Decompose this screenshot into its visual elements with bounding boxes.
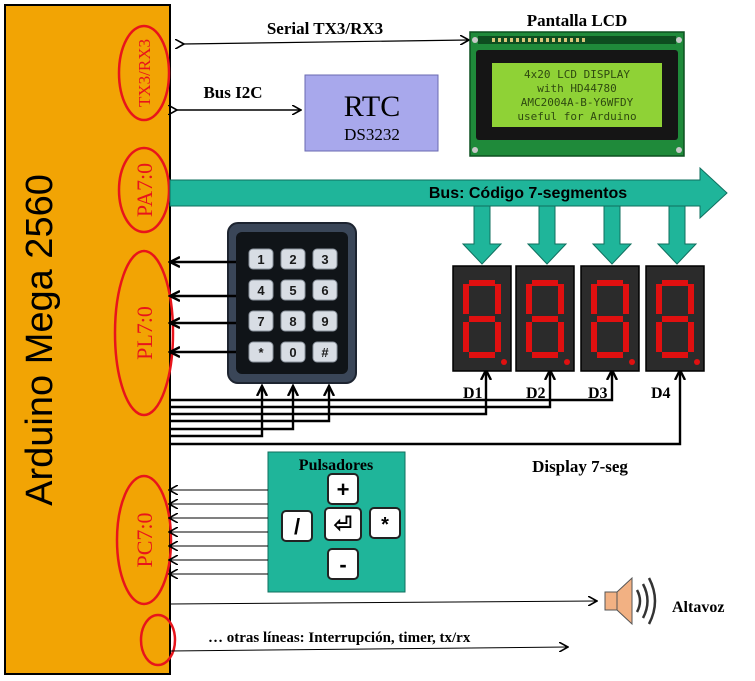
display-label-d3: D3 [588, 385, 608, 402]
keypad-key-label: # [321, 345, 329, 360]
display-label-d2: D2 [526, 385, 546, 402]
minus-button[interactable]: - [328, 549, 358, 579]
enter-button-label: ⏎ [334, 512, 352, 537]
lcd-module: Pantalla LCD 4x20 LCD DISPLAY with HD447… [470, 11, 684, 156]
keypad-key-label: 7 [257, 314, 264, 329]
speaker: Altavoz [170, 578, 724, 624]
pulsadores-panel: Pulsadores + / ⏎ * - [268, 452, 405, 592]
otras-lineas-label: … otras líneas: Interrupción, timer, tx/… [208, 630, 471, 646]
keypad-key[interactable]: 2 [281, 249, 305, 269]
serial-label: Serial TX3/RX3 [267, 19, 383, 38]
bus-7seg-label: Bus: Código 7-segmentos [429, 185, 627, 202]
serial-link: Serial TX3/RX3 [183, 19, 468, 44]
keypad-key[interactable]: 5 [281, 280, 305, 300]
keypad-key-label: 0 [289, 345, 296, 360]
keypad: 1 2 3 4 5 6 7 8 9 * 0 # [228, 223, 356, 383]
keypad-key[interactable]: 8 [281, 311, 305, 331]
seven-seg-display [516, 266, 574, 371]
keypad-key-label: 9 [321, 314, 328, 329]
keypad-key-label: 1 [257, 252, 264, 267]
star-button[interactable]: * [370, 508, 400, 538]
keypad-key[interactable]: # [313, 342, 337, 362]
i2c-link: Bus I2C [176, 83, 300, 110]
keypad-key-label: 2 [289, 252, 296, 267]
lcd-line-1: 4x20 LCD DISPLAY [524, 68, 630, 81]
seven-seg-display [453, 266, 511, 371]
display-caption: Display 7-seg [532, 457, 628, 476]
keypad-key[interactable]: 9 [313, 311, 337, 331]
keypad-key[interactable]: 4 [249, 280, 273, 300]
arduino-label: Arduino Mega 2560 [19, 174, 61, 506]
slash-button[interactable]: / [282, 511, 312, 541]
seven-seg-displays [453, 266, 704, 371]
lcd-line-3: AMC2004A-B-Y6WFDY [521, 96, 634, 109]
seven-seg-display [646, 266, 704, 371]
keypad-col-lines [170, 386, 329, 436]
port-tx3rx3-label: TX3/RX3 [135, 39, 154, 107]
keypad-key[interactable]: 6 [313, 280, 337, 300]
keypad-key[interactable]: * [249, 342, 273, 362]
keypad-key[interactable]: 7 [249, 311, 273, 331]
plus-button[interactable]: + [328, 474, 358, 504]
lcd-line-4: useful for Arduino [517, 110, 636, 123]
display-label-d1: D1 [463, 385, 483, 402]
otras-lineas: … otras líneas: Interrupción, timer, tx/… [170, 630, 567, 651]
pulsadores-lines [170, 490, 268, 574]
rtc-title: RTC [344, 90, 401, 123]
keypad-key-label: 6 [321, 283, 328, 298]
rtc-model: DS3232 [344, 125, 400, 144]
lcd-line-2: with HD44780 [537, 82, 616, 95]
port-pl-label: PL7:0 [132, 306, 157, 360]
keypad-key-label: 8 [289, 314, 296, 329]
keypad-key-label: 5 [289, 283, 296, 298]
slash-button-label: / [294, 514, 300, 539]
rtc-module: RTC DS3232 [305, 75, 438, 151]
keypad-row-lines [170, 262, 236, 352]
seven-seg-display [581, 266, 639, 371]
port-pa-label: PA7:0 [132, 163, 157, 217]
display-label-d4: D4 [651, 385, 671, 402]
keypad-key-label: 3 [321, 252, 328, 267]
keypad-key[interactable]: 3 [313, 249, 337, 269]
pulsadores-title: Pulsadores [299, 457, 373, 474]
keypad-key-label: 4 [257, 283, 265, 298]
i2c-label: Bus I2C [203, 83, 262, 102]
lcd-title: Pantalla LCD [527, 11, 628, 30]
star-button-label: * [381, 514, 389, 536]
port-pc-label: PC7:0 [132, 512, 157, 567]
keypad-key[interactable]: 0 [281, 342, 305, 362]
minus-button-label: - [339, 552, 346, 577]
speaker-label: Altavoz [672, 599, 724, 616]
keypad-key[interactable]: 1 [249, 249, 273, 269]
enter-button[interactable]: ⏎ [325, 508, 361, 540]
plus-button-label: + [337, 477, 350, 502]
speaker-icon [605, 578, 655, 624]
